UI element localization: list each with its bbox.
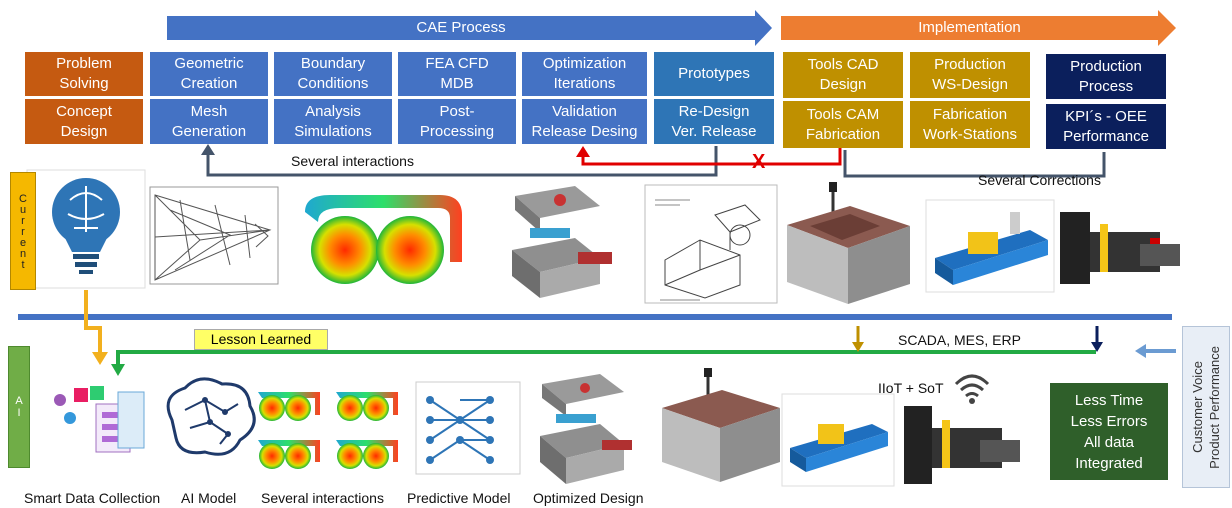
boundary-conditions-box: Boundary Conditions	[274, 52, 392, 96]
red-feedback-line	[581, 146, 842, 166]
interactions-loop-arrowhead	[201, 144, 215, 155]
post-processing-box: Post- Processing	[398, 99, 516, 144]
tools-cad-box: Tools CAD Design	[783, 52, 903, 98]
customer-voice-box: Customer Voice Product Performance	[1182, 326, 1230, 488]
prototypes-box: Prototypes	[654, 52, 774, 96]
bulb-to-ai-arrowhead	[92, 352, 108, 365]
injection-machine-ai-illustration	[781, 393, 895, 487]
mold-illustration	[512, 186, 612, 298]
predictive-model-icon	[415, 381, 521, 475]
black-machine-illustration	[1060, 212, 1180, 284]
iiot-sot-label: IIoT + SoT	[878, 380, 944, 396]
kpi-oee-box: KPI´s - OEE Performance	[1046, 104, 1166, 149]
caption-ai-model: AI Model	[181, 490, 237, 506]
implementation-banner-arrow	[781, 10, 1176, 46]
mesh-generation-box: Mesh Generation	[150, 99, 268, 144]
cae-banner-label: CAE Process	[416, 19, 506, 36]
cae-banner-arrow	[167, 10, 772, 46]
caption-optimized-design: Optimized Design	[533, 490, 644, 506]
interactions-loop-line	[206, 146, 718, 177]
smart-data-icon	[54, 386, 145, 453]
several-corrections-label: Several Corrections	[978, 172, 1101, 188]
analysis-simulations-box: Analysis Simulations	[274, 99, 392, 144]
implementation-banner-label: Implementation	[918, 19, 1021, 36]
scada-mes-erp-label: SCADA, MES, ERP	[898, 332, 1021, 348]
current-side-text: Current	[17, 192, 29, 270]
lightbulb-icon	[26, 169, 146, 289]
ai-side-label: AI	[8, 346, 30, 468]
customer-voice-arrowhead	[1135, 344, 1146, 358]
customer-voice-text: Customer Voice Product Performance	[1190, 345, 1222, 469]
less-time-box: Less Time Less Errors All data Integrate…	[1050, 383, 1168, 480]
navy-down-arrowhead	[1091, 342, 1103, 352]
wifi-icon	[954, 374, 990, 404]
several-interactions-label: Several interactions	[291, 153, 414, 169]
lesson-learned-arrowhead	[111, 364, 125, 376]
heatmap-grid-illustration	[258, 392, 398, 469]
bulb-to-ai-arrow-line	[84, 290, 102, 355]
brain-circuit-icon	[166, 377, 256, 456]
section-divider	[18, 314, 1172, 320]
geometric-creation-box: Geometric Creation	[150, 52, 268, 96]
gold-down-arrowhead	[852, 342, 864, 352]
validation-release-box: Validation Release Desing	[522, 99, 647, 144]
fea-heatmap-illustration	[305, 195, 462, 284]
black-machine-ai-illustration	[904, 406, 1020, 484]
red-feedback-arrowhead	[576, 146, 590, 157]
production-process-box: Production Process	[1046, 54, 1166, 99]
tools-cam-box: Tools CAM Fabrication	[783, 101, 903, 148]
production-ws-box: Production WS-Design	[910, 52, 1030, 98]
current-side-label: Current	[10, 172, 36, 290]
fabrication-ws-box: Fabrication Work-Stations	[910, 101, 1030, 148]
problem-solving-box: Problem Solving	[25, 52, 143, 96]
optimized-mold-illustration	[540, 374, 632, 484]
redesign-box: Re-Design Ver. Release	[654, 99, 774, 144]
concept-design-box: Concept Design	[25, 99, 143, 144]
caption-predictive-model: Predictive Model	[407, 490, 511, 506]
lesson-learned-line	[116, 350, 1096, 366]
red-x-mark: X	[752, 151, 766, 173]
lesson-learned-label: Lesson Learned	[194, 329, 328, 350]
fea-cfd-box: FEA CFD MDB	[398, 52, 516, 96]
mesh-illustration	[149, 186, 279, 285]
caption-several-interactions: Several interactions	[261, 490, 384, 506]
ai-side-text: AI	[13, 395, 25, 419]
optimization-iterations-box: Optimization Iterations	[522, 52, 647, 96]
injection-machine-illustration	[925, 199, 1055, 293]
machined-block-illustration	[787, 182, 910, 304]
machined-block-ai-illustration	[662, 368, 780, 482]
cad-drawing-illustration	[644, 184, 778, 304]
corrections-loop-line	[843, 150, 1106, 178]
caption-smart-data: Smart Data Collection	[24, 490, 161, 506]
